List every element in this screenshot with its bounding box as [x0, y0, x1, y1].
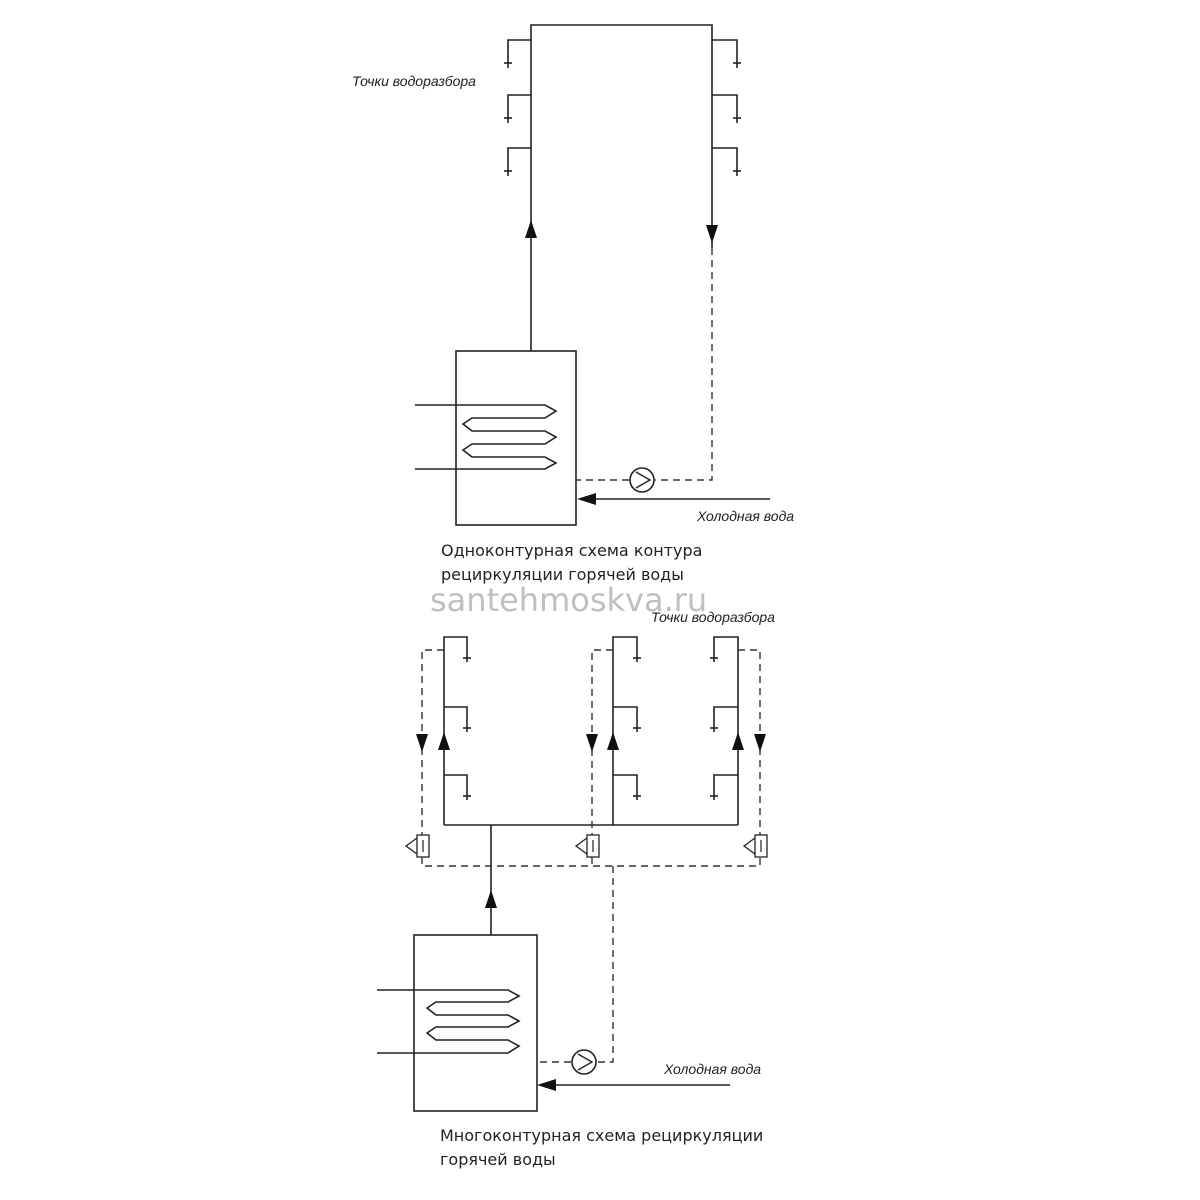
caption-line-1-bottom: Многоконтурная схема рециркуляции: [440, 1126, 763, 1145]
multi-circuit-diagram: Точки водоразбора Холодная вода Многокон…: [377, 609, 775, 1169]
riser-2: [586, 636, 641, 835]
water-heater-tank-2: [413, 934, 538, 1112]
circulation-pump-icon-2: [571, 1049, 597, 1075]
circulation-pump-icon: [629, 467, 655, 493]
return-flow-down-arrow: [706, 225, 718, 243]
recirculation-return-line: [577, 248, 713, 481]
heat-exchanger-coil-icon: [415, 404, 558, 470]
draw-points-label: Точки водоразбора: [352, 73, 476, 89]
hot-flow-up-arrow: [525, 220, 537, 238]
recirculation-return-collector: [421, 857, 761, 1063]
draw-points-label-2: Точки водоразбора: [651, 609, 775, 625]
single-circuit-diagram: Точки водоразбора Холодная вода Одноконт…: [352, 24, 794, 584]
caption-line-2-bottom: горячей воды: [440, 1150, 556, 1169]
caption-line-2: рециркуляции горячей воды: [441, 565, 684, 584]
balancing-valve-icon-3: [742, 834, 768, 858]
cold-water-label: Холодная вода: [696, 508, 794, 524]
draw-off-points-right: [712, 39, 741, 176]
cold-water-arrow-2: [537, 1079, 556, 1091]
cold-water-arrow: [577, 493, 596, 505]
cold-water-label-2: Холодная вода: [663, 1061, 761, 1077]
heat-exchanger-coil-icon-2: [377, 989, 521, 1054]
watermark: santehmoskva.ru: [430, 581, 707, 619]
riser-3: [710, 636, 766, 835]
caption-line-1: Одноконтурная схема контура: [441, 541, 702, 560]
draw-off-points-left: [504, 39, 531, 176]
balancing-valve-icon-1: [404, 834, 430, 858]
balancing-valve-icon-2: [574, 834, 600, 858]
water-heater-tank: [455, 350, 577, 526]
riser-1: [416, 636, 471, 835]
hot-water-riser: [530, 24, 713, 352]
hot-main-up-arrow: [485, 890, 497, 908]
